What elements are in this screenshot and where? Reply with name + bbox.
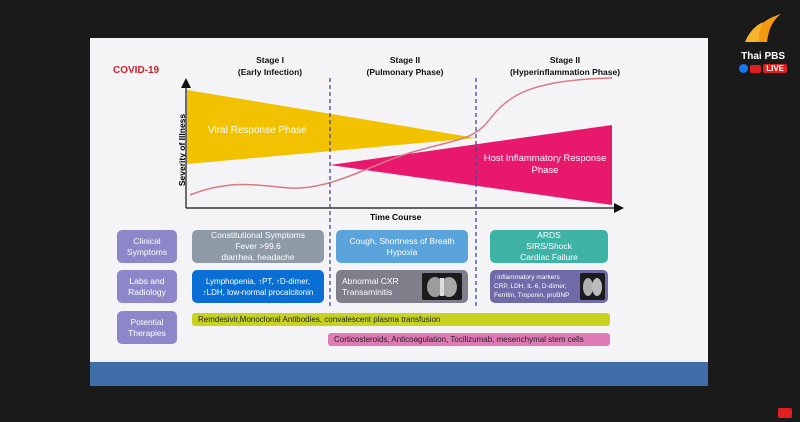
stage-1-header: Stage I (Early Infection) [205,54,335,78]
stage-3-header: Stage II (Hyperinflammation Phase) [480,54,650,78]
stage-1-title: Stage I [256,55,284,65]
stage-2-title: Stage II [389,55,421,65]
clinical-stage2-line1: Cough, Shortness of Breath [349,235,455,246]
row-label-clinical-line2: Symptoms [126,246,168,257]
chest-ct-image [580,273,605,300]
host-phase-line1: Host Inflammatory Response [483,153,607,164]
clinical-stage2-line2: Hypoxia [386,246,418,257]
labs-stage3-line2: CRP, LDH, IL-6, D-dimer, [494,283,567,290]
labs-stage2-line1: Abnormal CXR [342,275,399,286]
row-label-clinical-line1: Clinical [133,235,161,246]
labs-stage3-box: ↑inflammatory markers CRP, LDH, IL-6, D-… [490,270,608,303]
facebook-icon [739,64,749,73]
clinical-stage3-line1: ARDS [537,230,561,240]
labs-stage3-line3: Ferritin, Troponin, proBNP [494,292,570,299]
broadcaster-logo: Thai PBS LIVE [739,12,787,73]
youtube-icon [750,64,762,73]
labs-stage1-line1: Lymphopenia, ↑PT, ↑D-dimer, [205,276,311,286]
row-label-labs-line1: Labs and [129,275,165,286]
chest-xray-image [422,273,462,300]
clinical-stage1-box: Constitutional Symptoms Fever >99.6 diar… [192,230,324,263]
stage-3-subtitle: (Hyperinflammation Phase) [509,67,621,77]
clinical-stage2-box: Cough, Shortness of Breath Hypoxia [336,230,468,263]
host-response-wedge [330,125,612,205]
clinical-stage1-line1: Constitutional Symptoms [210,230,305,240]
therapy-bar-antiviral: Remdesivir,Monoclonal Antibodies, conval… [192,313,610,326]
clinical-stage3-line3: Cardiac Failure [520,252,578,262]
y-axis-label: Severity of Illness [177,113,187,187]
youtube-watermark-icon[interactable] [778,408,792,418]
x-axis-arrow [614,203,624,213]
severity-curve [189,77,613,196]
host-phase-line2: Phase [531,165,559,176]
slide-footer-band [90,362,708,386]
x-axis-label: Time Course [370,212,422,222]
brand-name: Thai PBS [741,51,786,62]
viral-phase-label: Viral Response Phase [208,125,307,136]
slide-title: COVID-19 [113,65,160,76]
stage-3-title: Stage II [549,55,581,65]
live-badge: LIVE [763,64,787,73]
y-axis-arrow [181,78,191,88]
clinical-stage1-line3: diarrhea, headache [221,252,295,262]
row-label-therapies-line2: Therapies [128,327,166,338]
clinical-stage3-box: ARDS SIRS/Shock Cardiac Failure [490,230,608,263]
labs-stage2-line2: Transaminitis [342,286,393,297]
labs-stage2-box: Abnormal CXR Transaminitis [336,270,468,303]
clinical-stage1-line2: Fever >99.6 [235,241,281,251]
therapy-bar-antiinflammatory: Corticosteroids, Anticoagulation, Tocili… [328,333,610,346]
thaipbs-bird-icon [745,14,782,42]
row-label-labs-line2: Radiology [128,286,166,297]
row-label-therapies-line1: Potential [130,316,164,327]
stage-2-header: Stage II (Pulmonary Phase) [340,54,470,78]
stage-2-subtitle: (Pulmonary Phase) [366,67,444,77]
live-row: LIVE [739,64,787,73]
stage-1-subtitle: (Early Infection) [237,67,303,77]
labs-stage1-line2: ↑LDH, low-normal procalcitonin [202,287,314,297]
host-phase-label: Host Inflammatory Response Phase [470,153,620,177]
clinical-stage3-line2: SIRS/Shock [526,241,572,251]
viral-response-wedge [187,90,476,164]
labs-stage3-line1: ↑inflammatory markers [494,274,560,281]
labs-stage1-box: Lymphopenia, ↑PT, ↑D-dimer, ↑LDH, low-no… [192,270,324,303]
